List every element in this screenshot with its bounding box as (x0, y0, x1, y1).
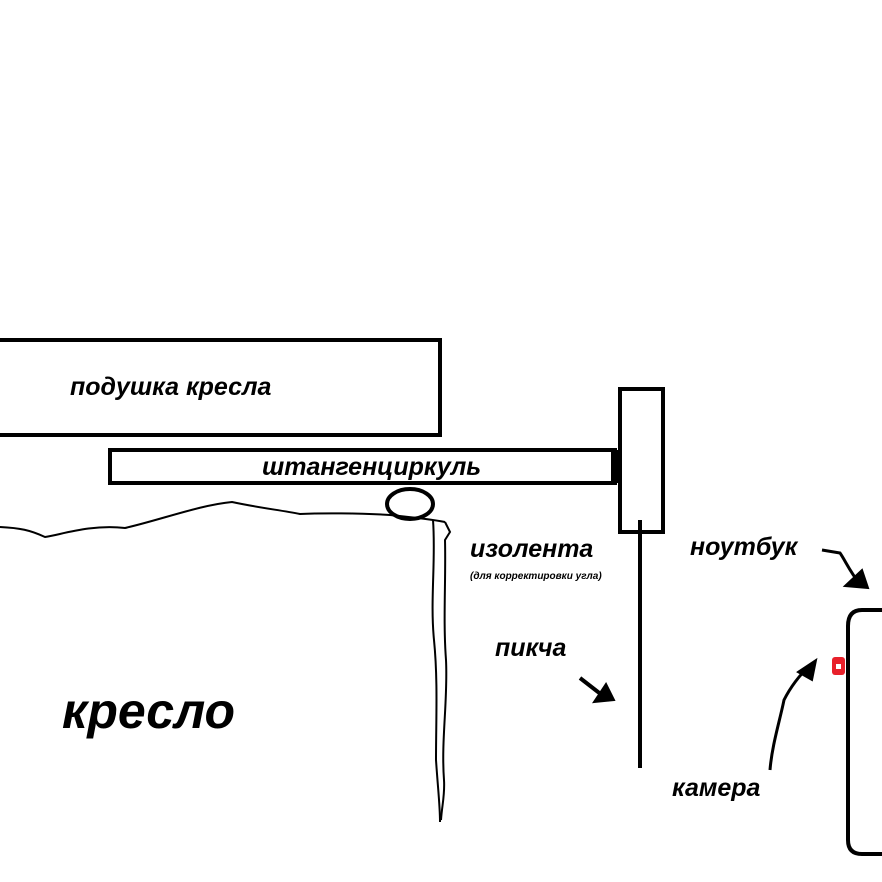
pick-label: пикча (495, 634, 566, 662)
caliper-jaw (618, 387, 665, 534)
notebook-arrow-head (842, 568, 870, 590)
chair-seat-edge (0, 500, 446, 539)
chair-front-edge-1 (431, 519, 441, 823)
camera-label: камера (672, 774, 761, 802)
caliper-label: штангенциркуль (262, 453, 481, 481)
tape-label: изолента (470, 535, 593, 563)
chair-front-edge-2 (440, 521, 452, 821)
notebook-label: ноутбук (690, 533, 799, 561)
camera-arrow-shaft (768, 664, 811, 771)
tape-roll (385, 487, 435, 521)
camera-arrow-head (796, 657, 818, 682)
notebook-body (846, 608, 882, 856)
cushion-label: подушка кресла (70, 373, 272, 401)
chair-cushion-box (0, 338, 442, 437)
chair-label: кресло (62, 683, 235, 739)
pick-arrow-head (591, 682, 616, 704)
tape-note-label: (для корректировки угла) (470, 571, 602, 582)
caliper-bar-end (611, 450, 619, 483)
camera-lens (836, 664, 841, 669)
